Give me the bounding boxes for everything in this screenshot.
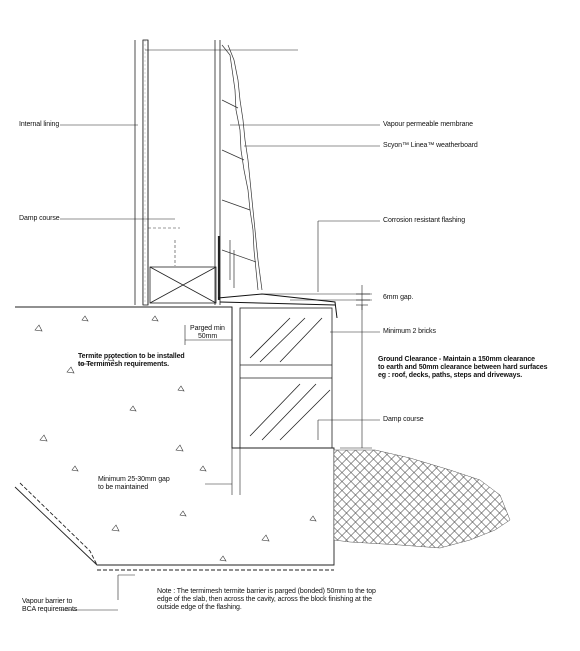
label-parged-min-line-1: Parged min (190, 325, 225, 332)
label-min-gap-line-2: to be maintained (98, 484, 149, 491)
label-ground-clearance-line-2: to earth and 50mm clearance between hard… (378, 364, 548, 371)
label-termite-line-2: to Termimesh requirements. (78, 361, 170, 368)
label-ground-clearance-line-1: Ground Clearance - Maintain a 150mm clea… (378, 356, 535, 363)
label-parged-min: Parged min 50mm (190, 325, 225, 341)
label-vapour-barrier: Vapour barrier to BCA requirements (22, 598, 77, 614)
dimension-lines (184, 285, 372, 495)
label-vapour-barrier-line-2: BCA requirements (22, 606, 78, 613)
concrete-slab (14, 306, 335, 571)
label-corrosion-resistant-flashing: Corrosion resistant flashing (383, 217, 466, 224)
earth-fill (333, 449, 511, 549)
label-vapour-permeable-membrane: Vapour permeable membrane (383, 121, 473, 128)
bottom-plate (149, 236, 221, 304)
corrosion-resistant-flashing (217, 293, 338, 319)
note-line-2: edge of the slab, then across the cavity… (157, 596, 372, 603)
label-ground-clearance-line-3: eg : roof, decks, paths, steps and drive… (378, 372, 523, 379)
label-damp-course-left: Damp course (19, 215, 60, 222)
label-6mm-gap: 6mm gap. (383, 294, 414, 301)
label-ground-clearance: Ground Clearance - Maintain a 150mm clea… (378, 356, 548, 380)
aggregate-marks (34, 315, 317, 562)
leader-lines (60, 124, 380, 611)
brick-pier (239, 307, 333, 449)
label-minimum-2-bricks: Minimum 2 bricks (383, 328, 436, 335)
label-internal-lining: Internal lining (19, 121, 60, 128)
note-line-3: outside edge of the flashing. (157, 604, 242, 611)
damp-course-left-marks (148, 227, 180, 266)
label-vapour-barrier-line-1: Vapour barrier to (22, 598, 73, 605)
label-min-gap-line-1: Minimum 25-30mm gap (98, 476, 170, 483)
label-termite-line-1: Termite protection to be installed (78, 353, 185, 360)
note-text: Note : The termimesh termite barrier is … (157, 588, 376, 612)
label-damp-course-right: Damp course (383, 416, 424, 423)
stud-wall (134, 39, 298, 306)
label-parged-min-line-2: 50mm (198, 333, 218, 340)
weatherboard-cladding (221, 44, 263, 291)
note-line-1: Note : The termimesh termite barrier is … (157, 588, 376, 595)
label-minimum-gap: Minimum 25-30mm gap to be maintained (98, 476, 170, 492)
label-weatherboard: Scyon™ Linea™ weatherboard (383, 142, 478, 149)
label-termite-protection: Termite protection to be installed to Te… (78, 353, 185, 369)
